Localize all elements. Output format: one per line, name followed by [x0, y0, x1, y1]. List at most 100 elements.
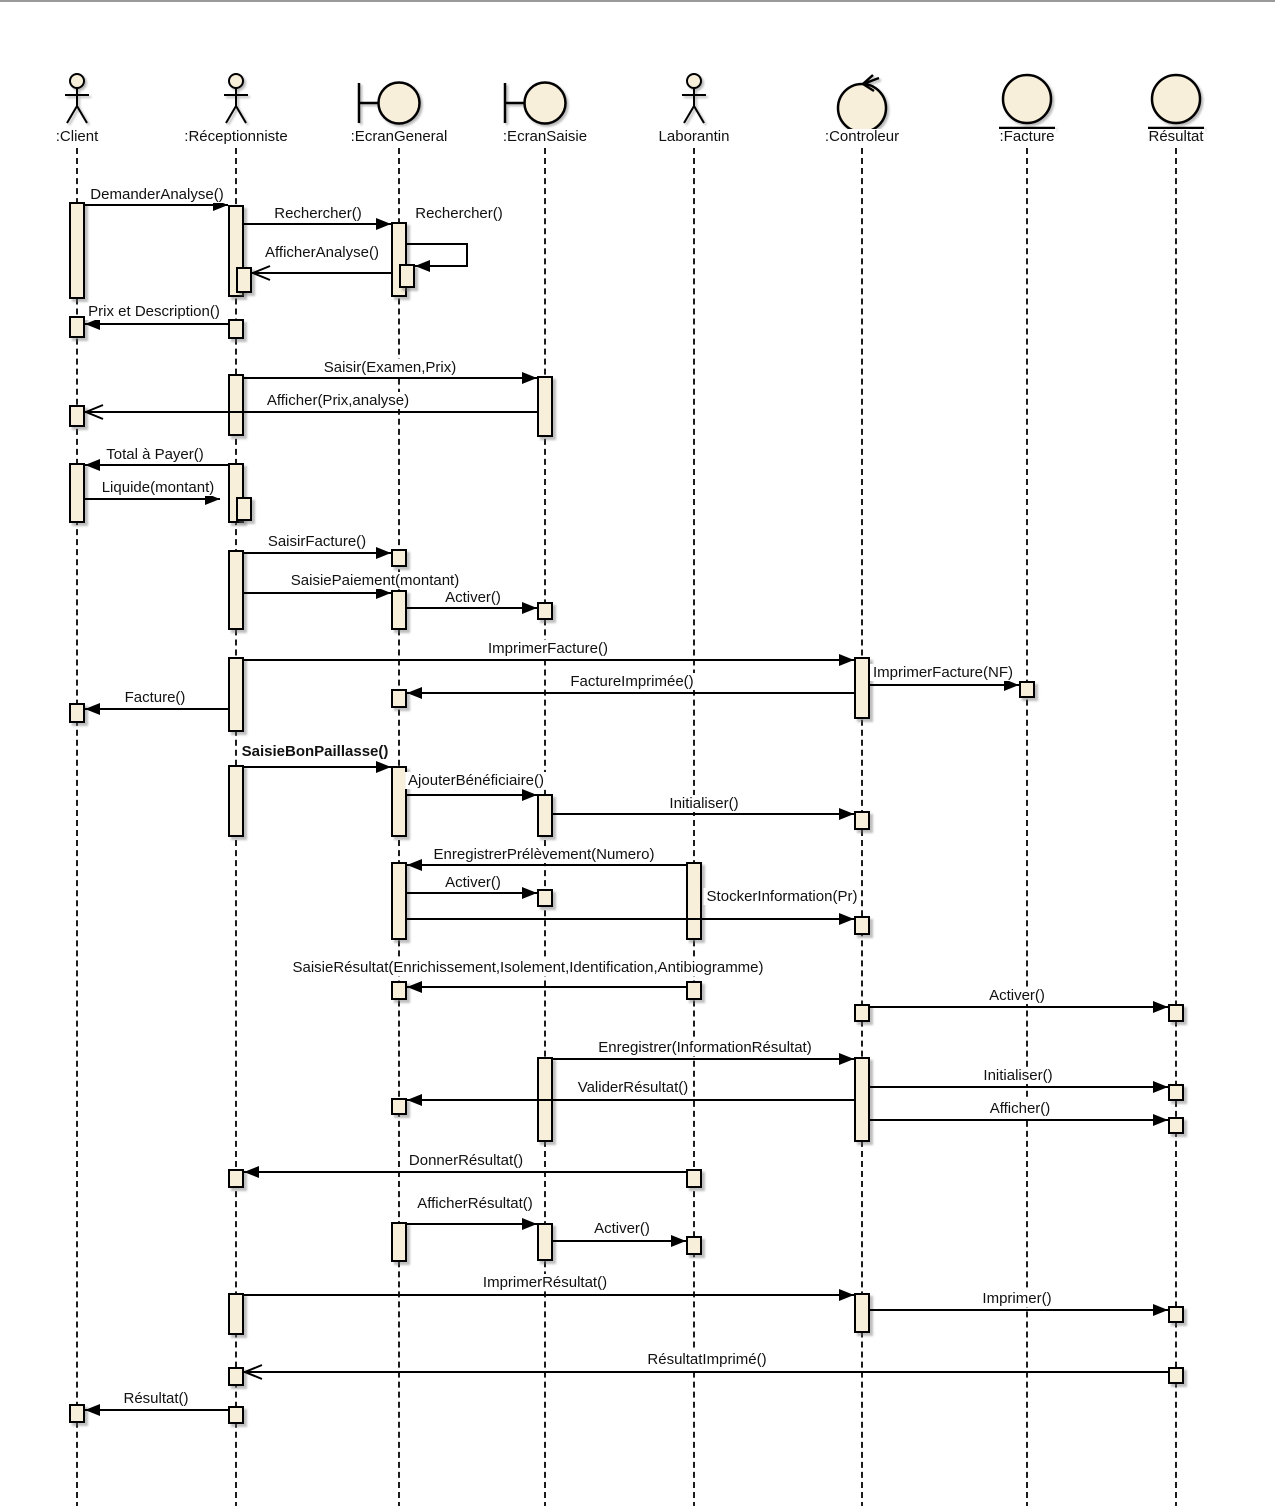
activation-bar [236, 497, 252, 521]
lifeline-label: :Client [53, 128, 101, 146]
self-message-line [407, 243, 468, 245]
message-line [244, 552, 391, 554]
message-arrowhead [376, 761, 391, 773]
activation-bar [537, 794, 553, 837]
message-label: Initialiser() [666, 795, 742, 813]
message-line [252, 272, 391, 274]
activation-bar [391, 549, 407, 567]
message-label: Activer() [591, 1220, 653, 1238]
lifeline-facture [1026, 148, 1028, 1506]
message-label: Facture() [121, 689, 189, 707]
message-arrowhead [376, 218, 391, 230]
message-arrowhead [522, 602, 537, 614]
message-arrowhead [415, 260, 430, 272]
message-label: ImprimerFacture() [484, 640, 612, 658]
message-line [553, 813, 854, 815]
actor-icon [216, 72, 256, 128]
message-arrowhead [839, 808, 854, 820]
message-label: Enregistrer(InformationRésultat) [595, 1039, 815, 1057]
activation-bar [228, 1293, 244, 1335]
message-arrowhead [85, 1404, 100, 1416]
message-label: DonnerRésultat() [405, 1152, 527, 1170]
entity-icon [996, 72, 1058, 132]
message-line [244, 1371, 1168, 1373]
message-arrowhead [85, 318, 100, 330]
message-line [85, 323, 228, 325]
message-arrowhead [85, 459, 100, 471]
activation-bar [228, 657, 244, 732]
activation-bar [69, 463, 85, 523]
message-label: SaisiePaiement(montant) [287, 572, 463, 590]
message-line [407, 692, 854, 694]
message-label: RésultatImprimé() [644, 1351, 770, 1369]
activation-bar [537, 376, 553, 437]
activation-bar [228, 1169, 244, 1188]
activation-bar [537, 602, 553, 620]
actor-icon [57, 72, 97, 128]
message-line [244, 592, 391, 594]
message-arrowhead [376, 547, 391, 559]
lifeline-label: :Réceptionniste [182, 128, 290, 146]
boundary-icon [501, 81, 569, 127]
activation-bar [1168, 1084, 1184, 1101]
message-line [407, 607, 537, 609]
message-line [553, 1058, 854, 1060]
message-line [407, 794, 537, 796]
message-label: Activer() [986, 987, 1048, 1005]
message-label: Résultat() [120, 1390, 192, 1408]
entity-icon [1145, 72, 1207, 132]
activation-bar [537, 1223, 553, 1261]
activation-bar [228, 1367, 244, 1386]
message-line [870, 684, 1019, 686]
message-arrowhead [242, 1363, 264, 1386]
message-line [870, 1086, 1168, 1088]
message-line [85, 498, 220, 500]
message-label: FactureImprimée() [567, 673, 697, 691]
message-arrowhead [1153, 1081, 1168, 1093]
activation-bar [399, 264, 415, 288]
activation-bar [391, 1222, 407, 1262]
message-label: StockerInformation(Pr) [703, 888, 861, 906]
message-label: AfficherAnalyse() [262, 244, 382, 262]
message-arrowhead [244, 1166, 259, 1178]
message-arrowhead [522, 887, 537, 899]
message-label: Total à Payer() [103, 446, 207, 464]
message-label: AfficherRésultat() [414, 1195, 536, 1213]
message-arrowhead [1004, 679, 1019, 691]
activation-bar [854, 1293, 870, 1333]
message-line [244, 223, 391, 225]
message-label: SaisieBonPaillasse() [238, 743, 392, 761]
message-label: Activer() [442, 589, 504, 607]
message-line [407, 892, 537, 894]
lifeline-client [76, 148, 78, 1506]
activation-bar [69, 202, 85, 299]
message-line [244, 377, 537, 379]
message-arrowhead [839, 913, 854, 925]
activation-bar [228, 319, 244, 339]
message-line [85, 204, 228, 206]
activation-bar [69, 703, 85, 723]
message-line [407, 1099, 854, 1101]
activation-bar [228, 765, 244, 837]
message-line [85, 708, 228, 710]
message-label: Imprimer() [979, 1290, 1055, 1308]
self-message-line [415, 265, 468, 267]
actor-icon [674, 72, 714, 128]
message-line [407, 986, 686, 988]
lifeline-label: :Controleur [822, 128, 902, 146]
message-label: ImprimerFacture(NF) [869, 664, 1017, 682]
message-line [85, 1409, 228, 1411]
message-arrowhead [839, 1289, 854, 1301]
message-arrowhead [671, 1235, 686, 1247]
message-label: ValiderRésultat() [574, 1079, 692, 1097]
message-arrowhead [839, 1053, 854, 1065]
activation-bar [854, 1004, 870, 1022]
message-arrowhead [407, 687, 422, 699]
message-label: Afficher() [986, 1100, 1054, 1118]
message-line [870, 1006, 1168, 1008]
message-arrowhead [407, 1094, 422, 1106]
activation-bar [1168, 1367, 1184, 1384]
message-label: Rechercher() [412, 205, 506, 223]
activation-bar [391, 981, 407, 1000]
message-line [407, 1223, 537, 1225]
